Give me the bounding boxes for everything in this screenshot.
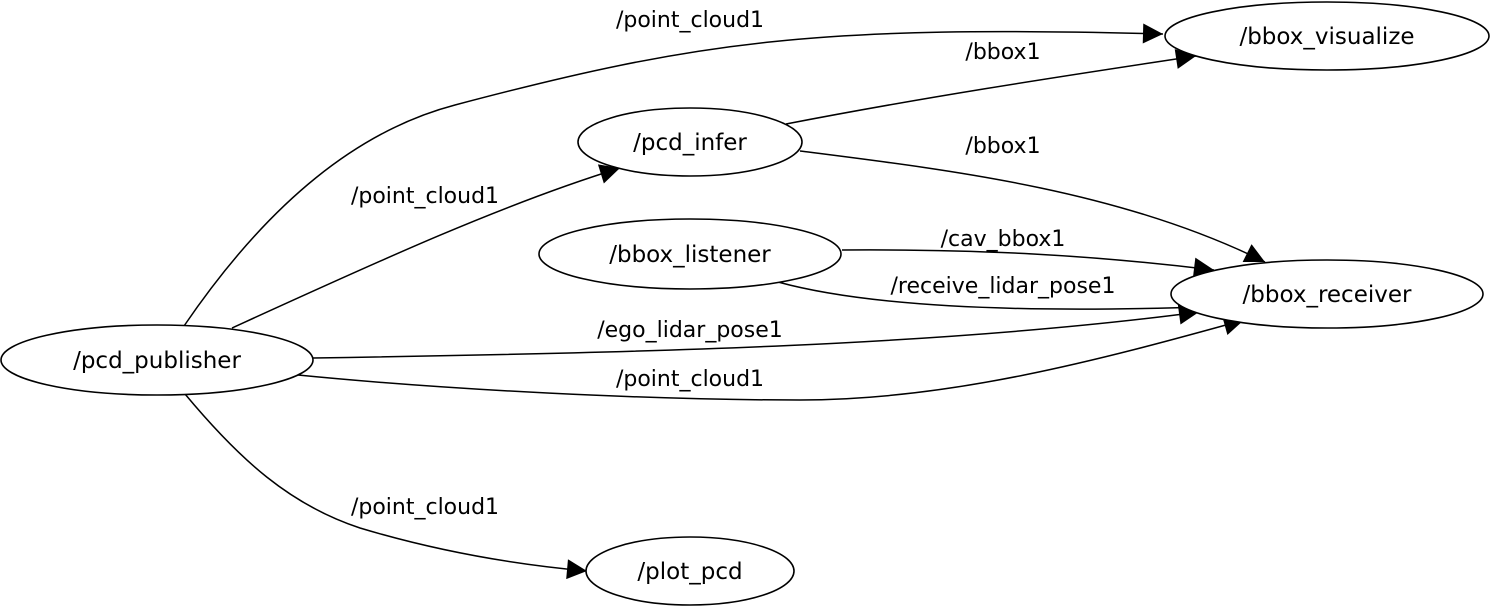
node-shape [577,107,803,177]
node-label: /pcd_infer [633,130,747,156]
edge-label: /bbox1 [965,40,1040,65]
edge-listener-to-receiver-cav: /cav_bbox1 [841,227,1215,278]
edge-label: /point_cloud1 [616,367,764,392]
edge-line [231,164,621,329]
edge-line [799,150,1266,263]
node-shape [1170,259,1484,329]
edge-label: /receive_lidar_pose1 [891,274,1116,299]
node-label: /bbox_visualize [1239,24,1414,50]
edge-pub-to-receiver-cloud: /point_cloud1 [297,315,1245,401]
edge-label: /bbox1 [965,134,1040,159]
edge-label: /ego_lidar_pose1 [597,318,783,343]
node-shape [0,324,314,396]
node-plot-pcd[interactable]: /plot_pcd [585,536,795,606]
edge-line [841,249,1215,278]
node-shape [538,218,842,290]
node-pcd-infer[interactable]: /pcd_infer [577,107,803,177]
edge-pub-to-receiver-ego: /ego_lidar_pose1 [312,304,1200,359]
edge-label: /cav_bbox1 [941,227,1066,252]
node-shape [585,536,795,606]
node-shape [1164,1,1490,71]
edge-label: /point_cloud1 [351,495,499,520]
node-label: /bbox_listener [609,242,771,268]
edge-line [184,393,588,580]
edge-line [297,315,1245,401]
node-label: /bbox_receiver [1243,282,1412,308]
edge-line [785,49,1197,125]
node-bbox-visualize[interactable]: /bbox_visualize [1164,1,1490,71]
edge-listener-to-receiver-pose: /receive_lidar_pose1 [777,274,1203,318]
node-label: /pcd_publisher [73,348,241,374]
edge-label: /point_cloud1 [351,184,499,209]
edge-infer-to-visualize: /bbox1 [785,40,1197,125]
edge-line [777,281,1203,318]
node-label: /plot_pcd [637,559,742,585]
node-bbox-receiver[interactable]: /bbox_receiver [1170,259,1484,329]
edge-label: /point_cloud1 [616,8,764,33]
edge-pub-to-visualize: /point_cloud1 [183,8,1164,327]
edge-line [312,304,1200,359]
node-pcd-publisher[interactable]: /pcd_publisher [0,324,314,396]
node-bbox-listener[interactable]: /bbox_listener [538,218,842,290]
edge-line [183,23,1164,327]
edge-pub-to-infer: /point_cloud1 [231,164,621,329]
edge-infer-to-receiver: /bbox1 [799,134,1266,263]
edge-pub-to-plot: /point_cloud1 [184,393,588,580]
